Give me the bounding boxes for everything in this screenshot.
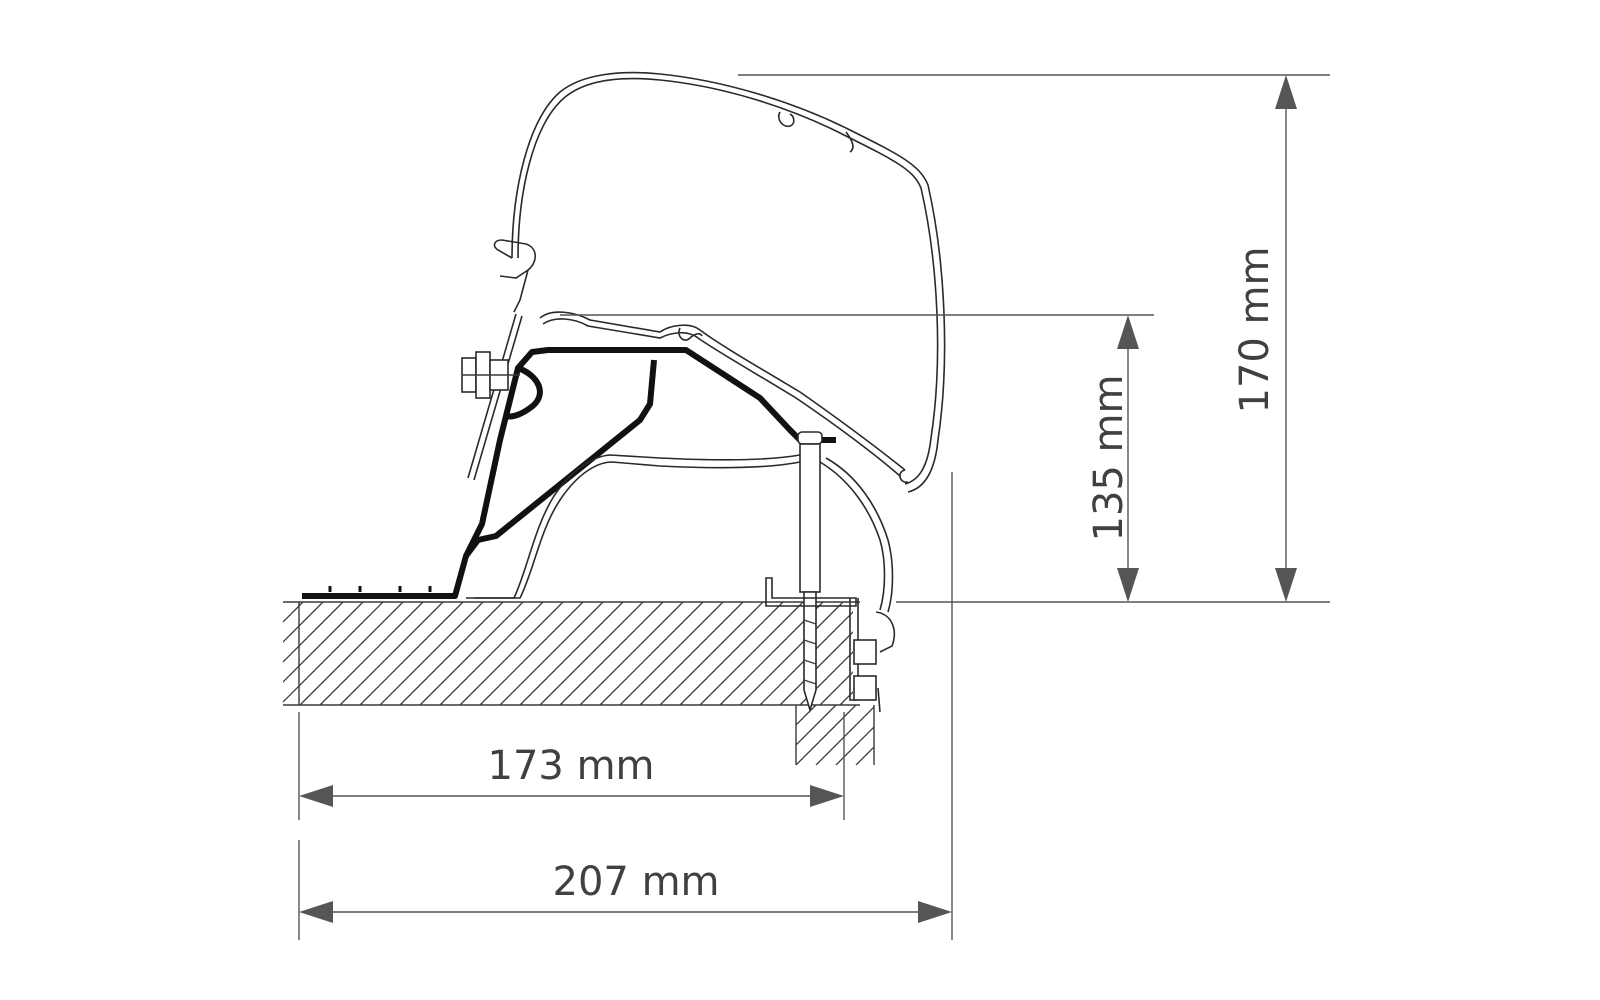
- hatch-line: [679, 602, 784, 705]
- hatch-line: [439, 602, 544, 705]
- hatch-line: [419, 602, 524, 705]
- roof-hatching: [283, 602, 1063, 705]
- cassette-lower-lip: [539, 311, 906, 477]
- hatch-line: [940, 602, 1043, 705]
- hatch-line: [659, 602, 764, 705]
- hatch-line: [459, 602, 564, 705]
- hatch-line: [876, 705, 936, 765]
- dimension-170: 170 mm: [1232, 75, 1297, 602]
- awning-cassette-profile: [493, 71, 946, 493]
- wall-rail-clamp: [765, 577, 896, 713]
- hatch-line: [283, 602, 284, 603]
- hatch-line: [339, 602, 444, 705]
- inner-support-profile: [466, 454, 894, 613]
- hatch-line: [960, 602, 1063, 705]
- hatch-line: [283, 602, 304, 623]
- hatch-line: [619, 602, 724, 705]
- dimension-207: 207 mm: [299, 859, 952, 923]
- hatch-line: [539, 602, 644, 705]
- hatch-line: [319, 602, 424, 705]
- dimension-135: 135 mm: [1086, 315, 1139, 602]
- hatch-line: [519, 602, 624, 705]
- hatch-line: [896, 705, 956, 765]
- hatch-line: [796, 705, 817, 726]
- hatch-line: [499, 602, 604, 705]
- extension-lines: [298, 74, 1330, 940]
- dimension-label-173: 173 mm: [488, 743, 655, 789]
- hatch-line: [779, 631, 853, 705]
- fixing-screw: [797, 431, 823, 713]
- hatch-line: [359, 602, 464, 705]
- hatch-line: [559, 602, 664, 705]
- bolt-assembly: [461, 313, 523, 481]
- dimension-173: 173 mm: [299, 743, 844, 807]
- hatch-line: [799, 651, 853, 705]
- hatch-line: [283, 602, 324, 643]
- hatch-line: [283, 602, 384, 703]
- hatch-line: [283, 602, 364, 683]
- hatch-line: [819, 671, 853, 705]
- hatch-line: [739, 602, 844, 705]
- roof-wall-section: [283, 601, 1063, 765]
- hatch-line: [835, 726, 874, 765]
- adapter-bracket-profile: [302, 347, 836, 599]
- dimension-label-207: 207 mm: [553, 859, 720, 905]
- hatch-line: [796, 705, 837, 746]
- hatch-line: [916, 705, 976, 765]
- hatch-line: [920, 602, 1023, 705]
- hatch-line: [639, 602, 744, 705]
- hatch-line: [599, 602, 704, 705]
- hatch-line: [796, 705, 797, 706]
- hatch-line: [479, 602, 584, 705]
- hatch-line: [299, 602, 404, 705]
- hatch-line: [379, 602, 484, 705]
- dimension-label-170: 170 mm: [1232, 247, 1278, 414]
- hatch-line: [283, 602, 344, 663]
- hatch-line: [796, 705, 857, 765]
- hatch-line: [399, 602, 504, 705]
- hatch-line: [699, 602, 804, 705]
- hatch-line: [579, 602, 684, 705]
- dimension-label-135: 135 mm: [1086, 375, 1132, 542]
- hatch-line: [880, 602, 983, 705]
- hatch-line: [815, 706, 874, 765]
- wall-hatching: [796, 705, 976, 765]
- hatch-line: [855, 746, 874, 765]
